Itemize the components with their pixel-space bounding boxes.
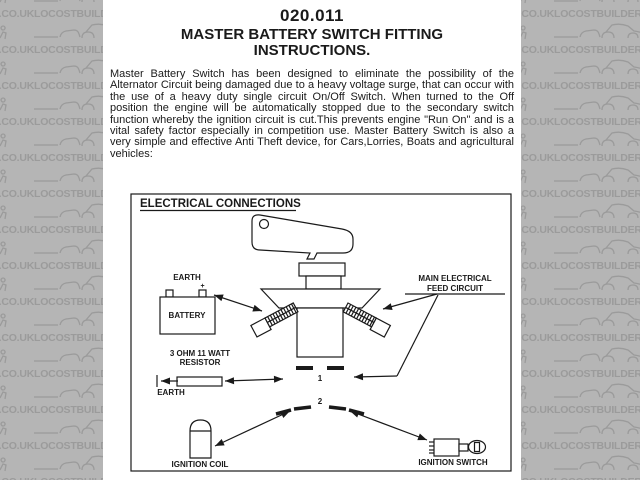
watermark-tile: LOCOSTBUILDERS.CO.UK bbox=[554, 238, 640, 274]
watermark-tile: LOCOSTBUILDERS.CO.UK bbox=[554, 418, 640, 454]
arrowhead bbox=[225, 377, 235, 385]
watermark-tile: LOCOSTBUILDERS.CO.UK bbox=[554, 382, 640, 418]
watermark-tile: LOCOSTBUILDERS.CO.UK bbox=[554, 166, 640, 202]
ignition-coil-label: IGNITION COIL bbox=[172, 460, 229, 469]
watermark-tile: LOCOSTBUILDERS.CO.UK bbox=[0, 22, 34, 58]
watermark-tile: LOCOSTBUILDERS.CO.UK bbox=[554, 94, 640, 130]
watermark-tile: LOCOSTBUILDERS.CO.UK bbox=[554, 310, 640, 346]
earth-label-top: EARTH bbox=[173, 273, 201, 282]
arrow-resistor-to-stud-1 bbox=[224, 378, 284, 382]
watermark-tile: LOCOSTBUILDERS.CO.UK bbox=[0, 238, 34, 274]
arrowhead bbox=[215, 439, 225, 446]
ignition-switch-label: IGNITION SWITCH bbox=[418, 458, 488, 467]
electrical-connections-diagram: ELECTRICAL CONNECTIONS bbox=[130, 193, 512, 472]
watermark-tile: LOCOSTBUILDERS.CO.UK bbox=[0, 130, 34, 166]
watermark-tile: LOCOSTBUILDERS.CO.UK bbox=[0, 0, 34, 22]
feed-lead-to-terminal-right bbox=[382, 293, 438, 310]
resistor-label-line1: 3 OHM 11 WATT bbox=[170, 349, 230, 358]
resistor-label-line2: RESISTOR bbox=[180, 358, 221, 367]
arrowhead bbox=[252, 304, 262, 312]
arrowhead bbox=[354, 373, 364, 381]
watermark-tile: LOCOSTBUILDERS.CO.UK bbox=[0, 454, 34, 480]
main-feed-circuit: MAIN ELECTRICAL FEED CIRCUIT bbox=[353, 274, 505, 381]
switch-terminal-right bbox=[342, 302, 392, 338]
watermark-tile: LOCOSTBUILDERS.CO.UK bbox=[554, 0, 640, 22]
battery-label: BATTERY bbox=[169, 311, 207, 320]
watermark-tile: LOCOSTBUILDERS.CO.UK bbox=[554, 346, 640, 382]
arrowhead bbox=[383, 303, 393, 310]
watermark-tile: LOCOSTBUILDERS.CO.UK bbox=[0, 166, 34, 202]
resistor-icon: 3 OHM 11 WATT RESISTOR EARTH bbox=[156, 349, 230, 397]
arrowhead bbox=[280, 411, 290, 418]
document-title-line1: MASTER BATTERY SWITCH FITTING bbox=[180, 26, 444, 43]
switch-stem-lower bbox=[305, 275, 342, 290]
arrow-stud-2-to-ignition-switch bbox=[349, 410, 428, 441]
watermark-tile: LOCOSTBUILDERS.CO.UK bbox=[0, 310, 34, 346]
watermark-tile: LOCOSTBUILDERS.CO.UK bbox=[0, 274, 34, 310]
ignition-switch-icon: IGNITION SWITCH bbox=[418, 438, 488, 467]
main-feed-label-line2: FEED CIRCUIT bbox=[427, 284, 483, 293]
main-feed-label-line1: MAIN ELECTRICAL bbox=[418, 274, 491, 283]
watermark-tile: LOCOSTBUILDERS.CO.UK bbox=[554, 202, 640, 238]
switch-body-top bbox=[259, 288, 382, 309]
master-switch-icon bbox=[250, 214, 392, 358]
switch-key-handle bbox=[251, 214, 354, 260]
document-page: 020.011 MASTER BATTERY SWITCH FITTING IN… bbox=[103, 0, 521, 480]
terminal-1-number: 1 bbox=[318, 374, 323, 383]
earth-label-bottom: EARTH bbox=[157, 388, 185, 397]
arrow-coil-to-stud-2 bbox=[214, 410, 291, 447]
terminal-stud-1: 1 bbox=[296, 366, 344, 383]
switch-terminal-left bbox=[250, 302, 299, 338]
instructions-paragraph: Master Battery Switch has been designed … bbox=[110, 68, 514, 160]
watermark-tile: LOCOSTBUILDERS.CO.UK bbox=[0, 94, 34, 130]
switch-stem-upper bbox=[298, 262, 346, 277]
arrowhead bbox=[350, 410, 360, 418]
watermark-tile: LOCOSTBUILDERS.CO.UK bbox=[554, 130, 640, 166]
arrowhead bbox=[161, 377, 170, 385]
terminal-2-number: 2 bbox=[318, 397, 323, 406]
ignition-coil-icon: IGNITION COIL bbox=[172, 419, 229, 469]
watermark-tile: LOCOSTBUILDERS.CO.UK bbox=[0, 346, 34, 382]
watermark-tile: LOCOSTBUILDERS.CO.UK bbox=[554, 454, 640, 480]
battery-icon: EARTH + BATTERY bbox=[159, 273, 216, 335]
switch-body-lower bbox=[296, 307, 344, 358]
watermark-tile: LOCOSTBUILDERS.CO.UK bbox=[0, 58, 34, 94]
key-hole-icon bbox=[258, 218, 270, 230]
watermark-tile: LOCOSTBUILDERS.CO.UK bbox=[554, 22, 640, 58]
watermark-tile: LOCOSTBUILDERS.CO.UK bbox=[0, 418, 34, 454]
battery-plus-sign: + bbox=[200, 283, 204, 290]
diagram-title: ELECTRICAL CONNECTIONS bbox=[140, 198, 301, 210]
arrowhead bbox=[273, 375, 283, 383]
arrowhead bbox=[417, 433, 427, 441]
watermark-tile: LOCOSTBUILDERS.CO.UK bbox=[0, 202, 34, 238]
watermark-tile: LOCOSTBUILDERS.CO.UK bbox=[554, 58, 640, 94]
document-title-line2: INSTRUCTIONS. bbox=[253, 42, 371, 59]
document-code: 020.011 bbox=[279, 6, 344, 25]
arrowhead bbox=[214, 294, 224, 302]
watermark-tile: LOCOSTBUILDERS.CO.UK bbox=[0, 382, 34, 418]
watermark-tile: LOCOSTBUILDERS.CO.UK bbox=[554, 274, 640, 310]
